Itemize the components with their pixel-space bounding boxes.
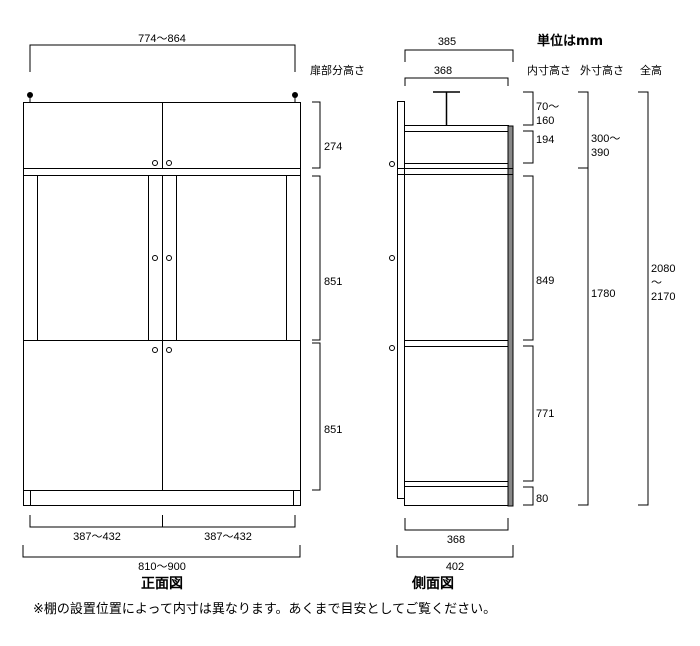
front-top-width: 774〜864 bbox=[138, 33, 186, 45]
door-knob-icon bbox=[152, 160, 172, 353]
inner-h3: 849 bbox=[536, 275, 554, 287]
front-width: 810〜900 bbox=[138, 561, 186, 573]
front-half-left: 387〜432 bbox=[73, 531, 121, 543]
footnote: ※棚の設置位置によって内寸は異なります。あくまで目安としてご覧ください。 bbox=[33, 601, 496, 617]
door-knob-icon bbox=[389, 161, 395, 351]
front-half-right: 387〜432 bbox=[204, 531, 252, 543]
inner-h1b: 160 bbox=[536, 115, 554, 127]
front-view-title: 正面図 bbox=[141, 576, 183, 592]
door-height-header: 扉部分高さ bbox=[310, 63, 365, 77]
inner-dimensions: 70〜 160 194 849 771 80 bbox=[523, 91, 559, 506]
side-depth: 402 bbox=[446, 561, 464, 573]
outer-top: 300〜 bbox=[591, 133, 620, 145]
outer-dimensions: 300〜 390 1780 bbox=[578, 91, 620, 506]
inner-h5: 80 bbox=[536, 493, 548, 505]
side-view-title: 側面図 bbox=[411, 575, 454, 592]
side-inner-depth-bottom: 368 bbox=[447, 534, 465, 546]
total-height-header: 全高 bbox=[640, 63, 662, 77]
front-h-mid: 851 bbox=[324, 276, 342, 288]
total-a: 2080 bbox=[651, 263, 675, 275]
front-view: 774〜864 扉部分高さ 274 851 851 387〜432 387〜43… bbox=[22, 33, 365, 592]
inner-height-header: 内寸高さ bbox=[527, 63, 571, 77]
inner-h4: 771 bbox=[536, 408, 554, 420]
side-view: 385 368 368 402 側面図 bbox=[389, 36, 514, 592]
total-c: 2170 bbox=[651, 291, 675, 303]
outer-top-b: 390 bbox=[591, 147, 609, 159]
side-inner-depth-top: 368 bbox=[434, 65, 452, 77]
outer-main: 1780 bbox=[591, 288, 615, 300]
side-top-depth: 385 bbox=[438, 36, 456, 48]
inner-h2: 194 bbox=[536, 134, 554, 146]
total-b: 〜 bbox=[651, 277, 662, 289]
unit-label: 単位はmm bbox=[537, 33, 603, 49]
inner-h1: 70〜 bbox=[536, 101, 559, 113]
front-h-low: 851 bbox=[324, 424, 342, 436]
total-dimension: 2080 〜 2170 bbox=[638, 91, 675, 506]
front-h-top: 274 bbox=[324, 141, 342, 153]
outer-height-header: 外寸高さ bbox=[580, 63, 624, 77]
